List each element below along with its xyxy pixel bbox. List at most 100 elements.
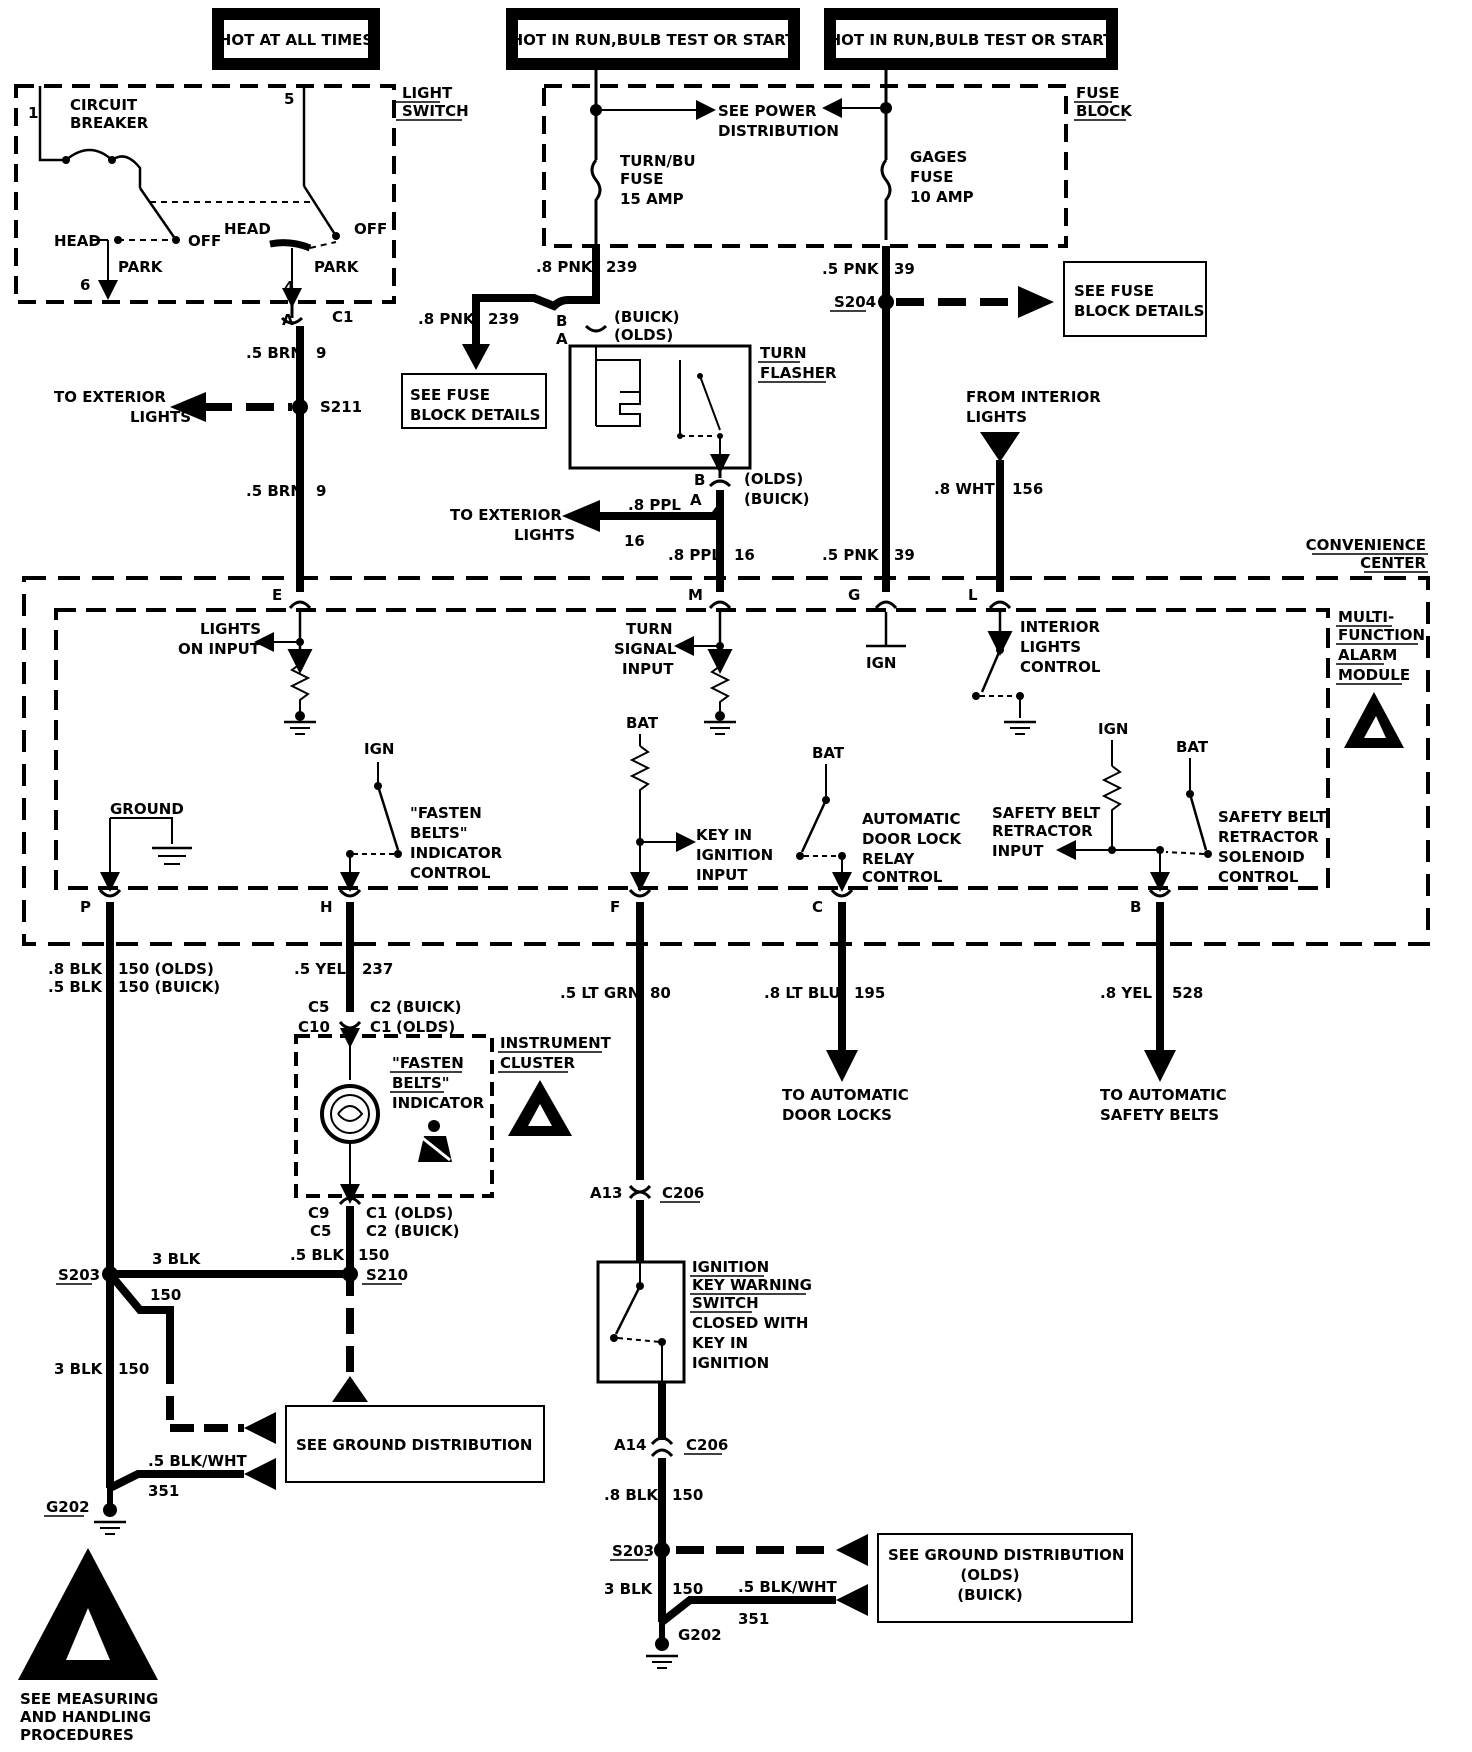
bat-f-label: BAT	[626, 714, 659, 732]
pin-c-label: C	[812, 898, 823, 916]
conn-c1-label: C1	[332, 308, 353, 326]
c1-olds-label: C1	[370, 1018, 391, 1036]
ground-label: GROUND	[110, 800, 184, 818]
from-interior-label-1: FROM INTERIOR	[966, 388, 1101, 406]
see-ground2-label-2: (OLDS)	[960, 1566, 1019, 1584]
power-dist-label-2: DISTRIBUTION	[718, 122, 839, 140]
mfam-label-2: FUNCTION	[1338, 626, 1425, 644]
n150b-label: 150	[150, 1286, 181, 1304]
fuse-block-title-2: BLOCK	[1076, 102, 1133, 120]
s210-label: S210	[366, 1266, 408, 1284]
ppl-label-b: .8 PPL	[668, 546, 721, 564]
pin-m-label: M	[688, 586, 703, 604]
key-in-label-1: KEY IN	[696, 826, 752, 844]
iks-label-6: IGNITION	[692, 1354, 769, 1372]
bat-c-label: BAT	[812, 744, 845, 762]
wire-pnk-39: .5 PNK 39 S204 SEE FUSE BLOCK DETAILS .5…	[822, 246, 1207, 592]
yel8-label: .8 YEL	[1100, 984, 1152, 1002]
conn-b-label: B	[556, 312, 567, 330]
g202-label: G202	[46, 1498, 90, 1516]
c10-label: C10	[298, 1018, 330, 1036]
ppl-num-b: 16	[734, 546, 755, 564]
interior-label-2: LIGHTS	[1020, 638, 1081, 656]
to-exterior-label-1: TO EXTERIOR	[54, 388, 166, 406]
turn-fuse-label-3: 15 AMP	[620, 190, 684, 208]
seatbelt-icon	[418, 1120, 452, 1162]
see-fuse-right-2: BLOCK DETAILS	[1074, 302, 1204, 320]
adl-label-2: DOOR LOCK	[862, 830, 963, 848]
see-ground2-label-3: (BUICK)	[957, 1586, 1023, 1604]
wire-ltgrn-80: .5 LT GRN 80 A13 C206	[560, 902, 704, 1262]
ign-g-label: IGN	[866, 654, 896, 672]
interior-label-1: INTERIOR	[1020, 618, 1100, 636]
sbs-label-1: SAFETY BELT	[1218, 808, 1327, 826]
fuse-block: FUSE BLOCK SEE POWER DISTRIBUTION TURN/B…	[542, 70, 1133, 300]
brn-wire-num-1: 9	[316, 344, 326, 362]
pin-h-label: H	[320, 898, 333, 916]
olds-label: (OLDS)	[614, 326, 673, 344]
blk3b-label: 3 BLK	[604, 1580, 654, 1598]
see-fuse-right-1: SEE FUSE	[1074, 282, 1154, 300]
brn-wire-label-2: .5 BRN	[246, 482, 303, 500]
pin-5-label: 5	[284, 90, 294, 108]
to-adl-label-2: DOOR LOCKS	[782, 1106, 892, 1124]
sbs-label-2: RETRACTOR	[1218, 828, 1319, 846]
olds-a-label: (OLDS)	[396, 1018, 455, 1036]
iks-label-2: KEY WARNING	[692, 1276, 812, 1294]
buick-label-2: (BUICK)	[744, 490, 810, 508]
c2b-label: C2	[366, 1222, 387, 1240]
wht-num: 156	[1012, 480, 1043, 498]
gages-fuse-label-3: 10 AMP	[910, 188, 974, 206]
wire-ppl-16: B A (OLDS) (BUICK) TO EXTERIOR LIGHTS .8…	[450, 468, 810, 592]
see-ground2-label-1: SEE GROUND DISTRIBUTION	[888, 1546, 1124, 1564]
convenience-center: CONVENIENCE CENTER	[22, 536, 1430, 946]
pnk-39-num-c: 39	[894, 260, 915, 278]
pin-e-label: E	[272, 586, 282, 604]
n150d-label: 150	[672, 1580, 703, 1598]
olds-b-label: (OLDS)	[394, 1204, 453, 1222]
wire-brn-9: A C1 .5 BRN 9 S211 TO EXTERIOR LIGHTS .5…	[54, 302, 362, 592]
wire-ltblu-195: .8 LT BLU 195 TO AUTOMATIC DOOR LOCKS	[764, 902, 909, 1124]
yel-num: 237	[362, 960, 393, 978]
pnk-239-label-b: .8 PNK	[418, 310, 476, 328]
c5b-label: C5	[310, 1222, 331, 1240]
c1b-label: C1	[366, 1204, 387, 1222]
turn-fuse-label-2: FUSE	[620, 170, 663, 188]
see-fuse-block-box-left: SEE FUSE BLOCK DETAILS	[401, 373, 547, 429]
turn-signal-label-3: INPUT	[622, 660, 674, 678]
pin-l-label: L	[968, 586, 978, 604]
pnk-39-label-d: .5 PNK	[822, 546, 880, 564]
ltgrn-num: 80	[650, 984, 671, 1002]
n351b-label: 351	[738, 1610, 769, 1628]
hot-run-1-label: HOT IN RUN,BULB TEST OR START	[511, 31, 797, 49]
blk-olds-label: .8 BLK	[48, 960, 103, 978]
iks-label-1: IGNITION	[692, 1258, 769, 1276]
adl-label-3: RELAY	[862, 850, 916, 868]
fasten-belts-label-3: INDICATOR	[392, 1094, 485, 1112]
fasten-belts-label-1: "FASTEN	[392, 1054, 464, 1072]
n351-label: 351	[148, 1482, 179, 1500]
convenience-label-2: CENTER	[1360, 554, 1426, 572]
yel8-num: 528	[1172, 984, 1203, 1002]
ground-g202: G202	[44, 1488, 126, 1535]
s211-label: S211	[320, 398, 362, 416]
blk3-label: 3 BLK	[152, 1250, 202, 1268]
blkwht-label: .5 BLK/WHT	[148, 1452, 248, 1470]
ppl-label-a: .8 PPL	[628, 496, 681, 514]
c5-label: C5	[308, 998, 329, 1016]
blkwht2-label: .5 BLK/WHT	[738, 1578, 838, 1596]
sbr-label-2: RETRACTOR	[992, 822, 1093, 840]
s204-label: S204	[834, 293, 876, 311]
blk5-label: .5 BLK	[290, 1246, 345, 1264]
n150v-label: 150	[118, 1360, 149, 1378]
pin-p-label: P	[80, 898, 91, 916]
see-fuse-left-1: SEE FUSE	[410, 386, 490, 404]
conn-a-label: A	[282, 311, 294, 329]
indicator-lamp-icon	[320, 1084, 380, 1144]
turn-flasher-label-2: FLASHER	[760, 364, 837, 382]
turn-flasher: TURN FLASHER	[568, 344, 837, 474]
a14-label: A14	[614, 1436, 646, 1454]
ign-h-label: IGN	[364, 740, 394, 758]
power-box-hot-always: HOT AT ALL TIMES	[212, 8, 380, 70]
